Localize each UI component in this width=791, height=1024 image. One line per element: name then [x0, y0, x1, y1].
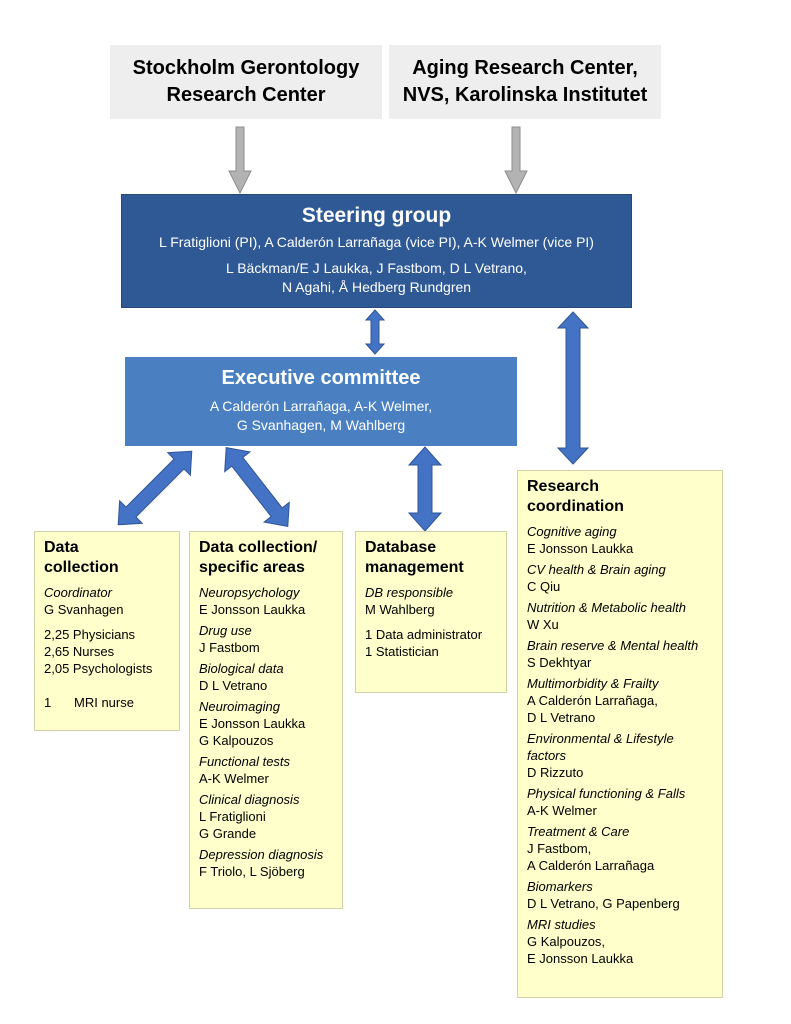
executive-committee-title: Executive committee [221, 367, 421, 389]
research-area-label: MRI studies [527, 917, 596, 932]
double-arrow-steering-research [556, 311, 590, 465]
research-area-person: A Calderón Larrañaga, [527, 693, 658, 708]
specific-area-label: Neuroimaging [199, 699, 280, 714]
research-area-label: Physical functioning & Falls [527, 786, 686, 801]
specific-area-label: Functional tests [199, 754, 291, 769]
database-heading-1: Database [365, 539, 437, 556]
mri-nurse-count: 1 [44, 695, 52, 710]
steering-group-box: Steering group L Fratiglioni (PI), A Cal… [121, 194, 632, 308]
specific-area-person: D L Vetrano [199, 678, 268, 693]
specific-areas-heading-1: Data collection/ [199, 539, 318, 556]
research-area-label: factors [527, 748, 567, 763]
steering-line-1: L Fratiglioni (PI), A Calderón Larrañaga… [159, 234, 594, 250]
executive-committee-box: Executive committee A Calderón Larrañaga… [125, 357, 517, 446]
db-responsible-name: M Wahlberg [365, 602, 435, 617]
research-area-person: D L Vetrano [527, 710, 596, 725]
specific-area-person: G Kalpouzos [199, 733, 274, 748]
steering-group-title: Steering group [301, 204, 452, 227]
research-area-label: Brain reserve & Mental health [527, 638, 699, 653]
mri-nurse-label: MRI nurse [74, 695, 134, 710]
specific-areas-heading-2: specific areas [199, 559, 305, 576]
down-arrow-left [228, 126, 252, 195]
specific-area-label: Biological data [199, 661, 284, 676]
down-arrow-right [504, 126, 528, 195]
research-area-label: Treatment & Care [527, 824, 630, 839]
research-area-person: D L Vetrano, G Papenberg [527, 896, 680, 911]
aging-research-center-box: Aging Research Center, NVS, Karolinska I… [389, 45, 661, 119]
steering-line-3: N Agahi, Å Hedberg Rundgren [281, 279, 472, 295]
stockholm-gerontology-box: Stockholm Gerontology Research Center [110, 45, 382, 119]
db-staff-statistician: 1 Statistician [365, 644, 439, 659]
research-area-person: D Rizzuto [527, 765, 584, 780]
top-left-line-2: Research Center [166, 84, 326, 106]
research-heading-2: coordination [527, 498, 624, 515]
specific-areas-box: Data collection/ specific areas Neuropsy… [189, 531, 343, 909]
database-heading-2: management [365, 559, 464, 576]
research-area-label: CV health & Brain aging [527, 562, 666, 577]
double-arrow-exec-datacollection [117, 450, 193, 526]
specific-area-person: L Fratiglioni [199, 809, 266, 824]
specific-area-label: Clinical diagnosis [199, 792, 300, 807]
database-management-box: Database management DB responsible M Wah… [355, 531, 507, 693]
research-area-person: G Kalpouzos, [527, 934, 606, 949]
top-left-line-1: Stockholm Gerontology [132, 57, 360, 79]
executive-line-1: A Calderón Larrañaga, A-K Welmer, [209, 398, 433, 414]
specific-area-person: A-K Welmer [199, 771, 269, 786]
coordinator-name: G Svanhagen [44, 602, 124, 617]
research-area-person: A-K Welmer [527, 803, 597, 818]
research-areas-list: Cognitive aging E Jonsson Laukka CV health… [527, 523, 713, 971]
double-arrow-exec-specific [224, 447, 290, 527]
double-arrow-exec-database [407, 446, 443, 532]
data-collection-box: Data collection Coordinator G Svanhagen … [34, 531, 180, 731]
research-area-label: Multimorbidity & Frailty [527, 676, 659, 691]
staff-psychologists: 2,05 Psychologists [44, 661, 153, 676]
staff-mri-nurse: 1 MRI nurse [44, 694, 170, 711]
research-area-person: S Dekhtyar [527, 655, 592, 670]
research-coordination-box: Research coordination Cognitive aging E J… [517, 470, 723, 998]
research-area-person: E Jonsson Laukka [527, 541, 634, 556]
specific-area-person: E Jonsson Laukka [199, 716, 306, 731]
specific-area-person: E Jonsson Laukka [199, 602, 306, 617]
specific-area-person: G Grande [199, 826, 257, 841]
steering-line-2: L Bäckman/E J Laukka, J Fastbom, D L Vet… [226, 260, 527, 276]
db-responsible-label: DB responsible [365, 585, 454, 600]
staff-nurses: 2,65 Nurses [44, 644, 115, 659]
research-area-person: J Fastbom, [527, 841, 592, 856]
top-right-line-1: Aging Research Center, [412, 57, 638, 79]
research-area-label: Biomarkers [527, 879, 593, 894]
research-area-label: Environmental & Lifestyle [527, 731, 674, 746]
research-area-person: C Qiu [527, 579, 561, 594]
double-arrow-steering-exec [364, 309, 386, 355]
data-collection-heading-1: Data [44, 539, 79, 556]
research-area-label: Nutrition & Metabolic health [527, 600, 686, 615]
coordinator-label: Coordinator [44, 585, 112, 600]
specific-area-label: Drug use [199, 623, 252, 638]
specific-area-person: J Fastbom [199, 640, 260, 655]
executive-line-2: G Svanhagen, M Wahlberg [236, 417, 406, 433]
research-area-person: A Calderón Larrañaga [527, 858, 655, 873]
research-area-person: W Xu [527, 617, 559, 632]
staff-physicians: 2,25 Physicians [44, 627, 136, 642]
top-right-line-2: NVS, Karolinska Institutet [402, 84, 648, 106]
specific-area-label: Neuropsychology [199, 585, 300, 600]
specific-area-label: Depression diagnosis [199, 847, 324, 862]
research-heading-1: Research [527, 478, 600, 495]
research-area-person: E Jonsson Laukka [527, 951, 634, 966]
specific-area-person: F Triolo, L Sjöberg [199, 864, 305, 879]
db-staff-admin: 1 Data administrator [365, 627, 483, 642]
data-collection-heading-2: collection [44, 559, 119, 576]
research-area-label: Cognitive aging [527, 524, 617, 539]
